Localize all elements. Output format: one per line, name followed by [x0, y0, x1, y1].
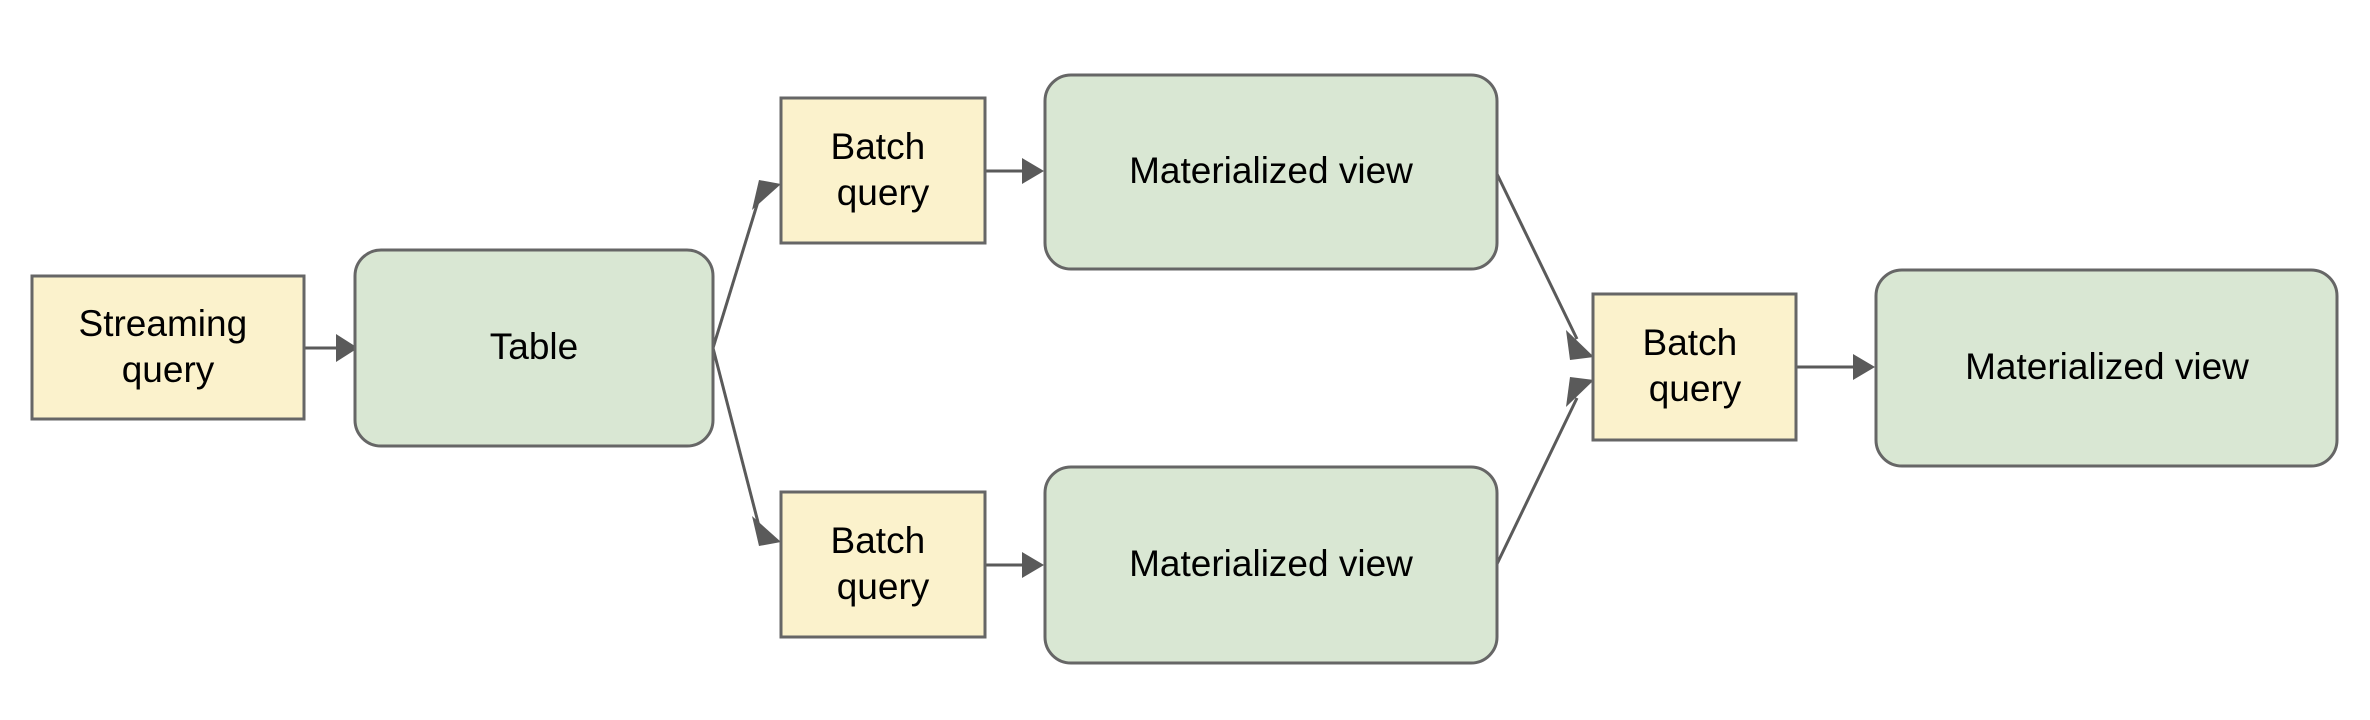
edge-line	[711, 194, 762, 349]
arrowhead-icon	[752, 516, 781, 546]
node-shape[interactable]	[1874, 268, 2339, 468]
arrowhead-icon	[1022, 158, 1044, 184]
node-streaming-query[interactable]: Streaming query	[30, 274, 306, 421]
edge-line	[711, 347, 762, 531]
node-materialized-view-final[interactable]: Materialized view	[1874, 268, 2339, 468]
node-label: Materialized view	[1965, 346, 2249, 387]
node-label: Batch query	[1643, 322, 1748, 409]
node-table[interactable]: Table	[353, 248, 715, 448]
nodes-layer: Streaming query Table Batch query	[30, 73, 2339, 665]
edges-layer	[305, 158, 1875, 578]
node-shape[interactable]	[779, 490, 987, 639]
edge-line	[1495, 397, 1579, 565]
node-label: Streaming query	[79, 303, 258, 390]
node-label: Materialized view	[1129, 150, 1413, 191]
node-shape[interactable]	[779, 96, 987, 245]
node-shape[interactable]	[1043, 465, 1499, 665]
edge-table-to-batch-top	[711, 180, 781, 349]
edge-mv-top-to-batch-join	[1495, 173, 1594, 360]
edge-batch-top-to-mv-top	[986, 158, 1044, 184]
arrowhead-icon	[1022, 552, 1044, 578]
arrowhead-icon	[752, 180, 781, 210]
edge-table-to-batch-bottom	[711, 347, 781, 546]
edge-line	[1495, 173, 1579, 340]
node-shape[interactable]	[1591, 292, 1798, 442]
node-materialized-view-top[interactable]: Materialized view	[1043, 73, 1499, 271]
node-materialized-view-bottom[interactable]: Materialized view	[1043, 465, 1499, 665]
node-shape[interactable]	[353, 248, 715, 448]
arrowhead-icon	[1566, 377, 1594, 407]
edge-mv-bottom-to-batch-join	[1495, 377, 1594, 565]
node-label: Batch query	[831, 520, 936, 607]
arrowhead-icon	[1853, 354, 1875, 380]
node-batch-query-join[interactable]: Batch query	[1591, 292, 1798, 442]
edge-streaming-to-table	[305, 334, 358, 362]
node-label: Materialized view	[1129, 543, 1413, 584]
arrowhead-icon	[1566, 330, 1594, 360]
node-label: Table	[490, 326, 578, 367]
node-batch-query-top[interactable]: Batch query	[779, 96, 987, 245]
edge-batch-bottom-to-mv-bottom	[986, 552, 1044, 578]
node-shape[interactable]	[30, 274, 306, 421]
edge-batch-join-to-mv-final	[1797, 354, 1875, 380]
node-batch-query-bottom[interactable]: Batch query	[779, 490, 987, 639]
node-shape[interactable]	[1043, 73, 1499, 271]
arrowhead-icon	[336, 334, 358, 362]
node-label: Batch query	[831, 126, 936, 213]
